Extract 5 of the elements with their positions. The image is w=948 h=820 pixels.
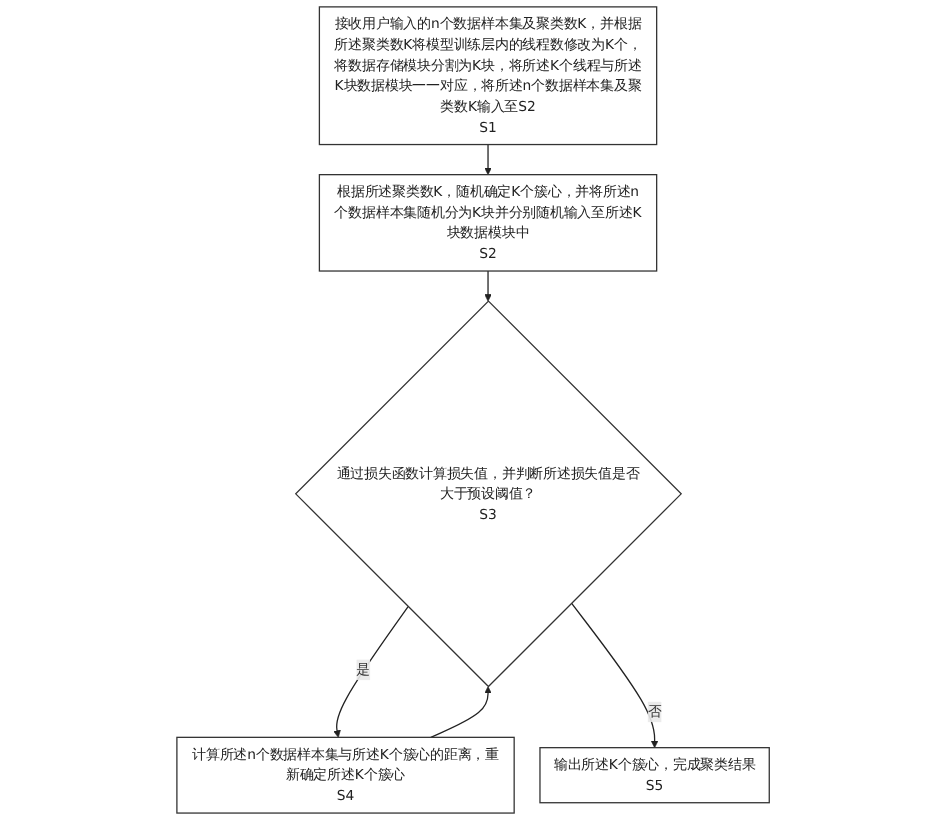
arrow: [431, 686, 493, 738]
arrow: [485, 270, 493, 302]
arrow: [485, 143, 493, 176]
arrow: [571, 602, 660, 749]
arrow: [334, 606, 410, 738]
